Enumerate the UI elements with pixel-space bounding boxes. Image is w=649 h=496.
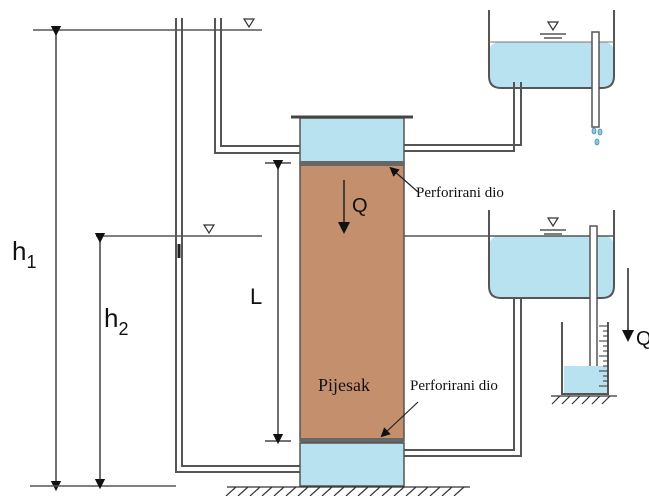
hatch-line bbox=[551, 395, 561, 405]
hatch-line bbox=[393, 486, 405, 496]
water-drops bbox=[591, 127, 603, 146]
hatch-line bbox=[357, 486, 369, 496]
cylinder-water bbox=[564, 366, 607, 393]
hatch-line bbox=[405, 486, 417, 496]
label-Q-column: Q bbox=[352, 195, 368, 217]
dimension-h1 bbox=[30, 25, 176, 492]
label-perforated-bottom: Perforirani dio bbox=[410, 378, 498, 394]
label-h2: h2 bbox=[104, 303, 128, 339]
lower-tank-water bbox=[489, 236, 614, 298]
hatch-line bbox=[429, 486, 441, 496]
top-standpipe bbox=[214, 18, 300, 154]
hatch-line bbox=[381, 486, 393, 496]
hatch-line bbox=[321, 486, 333, 496]
label-sand: Pijesak bbox=[318, 375, 370, 395]
hatch-line bbox=[561, 395, 571, 405]
hatch-line bbox=[601, 395, 611, 405]
label-L: L bbox=[250, 284, 262, 309]
ground-hatching bbox=[225, 486, 470, 496]
label-h1: h1 bbox=[12, 236, 36, 272]
hatch-line bbox=[591, 395, 601, 405]
hatch-line bbox=[249, 486, 261, 496]
measuring-cylinder bbox=[551, 322, 617, 405]
perforated-plate-top bbox=[300, 161, 404, 166]
hatch-line bbox=[333, 486, 345, 496]
lower-tank-overflow-pipe bbox=[589, 225, 598, 389]
label-perforated-top: Perforirani dio bbox=[416, 185, 504, 201]
hatch-line bbox=[285, 486, 297, 496]
dimension-L bbox=[265, 159, 291, 445]
column-top-water bbox=[299, 117, 405, 164]
lower-tank-water-level-symbol bbox=[540, 217, 566, 235]
upper-tank-overflow-pipe bbox=[591, 31, 600, 128]
hatch-line bbox=[369, 486, 381, 496]
upper-tank-water-level-symbol bbox=[540, 21, 566, 39]
hatch-line bbox=[237, 486, 249, 496]
top-water-level-symbol bbox=[242, 18, 256, 29]
hatch-line bbox=[225, 486, 237, 496]
upper-supply-tank bbox=[488, 10, 615, 146]
column-bottom-water bbox=[299, 442, 405, 487]
middle-water-level-symbol bbox=[202, 224, 216, 235]
hatch-line bbox=[297, 486, 309, 496]
leader-perforated-top bbox=[389, 166, 419, 193]
perforated-plate-bottom bbox=[300, 438, 404, 443]
hatch-line bbox=[273, 486, 285, 496]
hatch-line bbox=[417, 486, 429, 496]
hatch-line bbox=[345, 486, 357, 496]
hatch-line bbox=[441, 486, 453, 496]
hatch-line bbox=[571, 395, 581, 405]
piezometer-tube bbox=[175, 18, 300, 473]
sand-column bbox=[291, 115, 413, 487]
hatch-line bbox=[581, 395, 591, 405]
hatch-line bbox=[309, 486, 321, 496]
supply-pipe bbox=[404, 82, 522, 152]
label-Q-right: Q bbox=[636, 328, 649, 350]
outlet-pipe bbox=[404, 270, 522, 457]
upper-tank-water bbox=[489, 42, 614, 88]
hatch-line bbox=[453, 486, 465, 496]
lower-constant-head-tank bbox=[404, 210, 615, 389]
hatch-line bbox=[261, 486, 273, 496]
leader-perforated-bottom bbox=[380, 401, 419, 438]
